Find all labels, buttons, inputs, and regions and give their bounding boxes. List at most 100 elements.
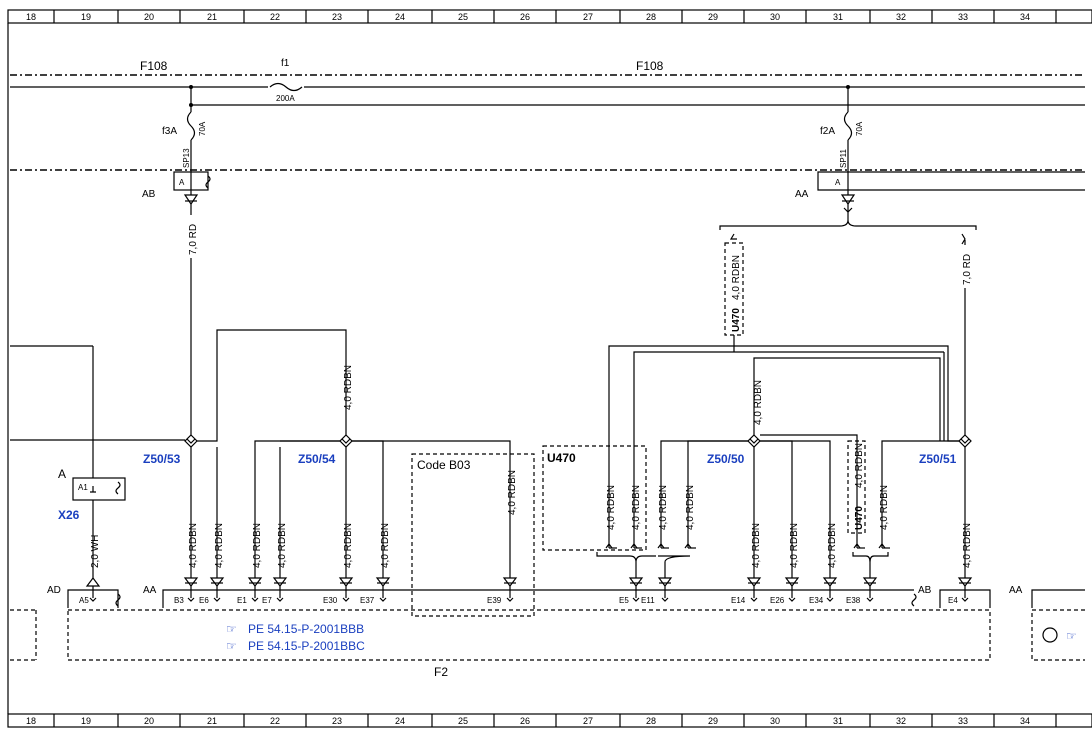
grid-cell-30: 30 xyxy=(770,12,780,22)
x26-pin: A1 xyxy=(78,483,88,492)
grid-cell-32: 32 xyxy=(896,12,906,22)
grid-cell-28: 28 xyxy=(646,12,656,22)
grid-cell-18: 18 xyxy=(26,716,36,726)
ref-link-2[interactable]: PE 54.15-P-2001BBC xyxy=(248,639,365,653)
wire-4rdbn-feed-z50: 4,0 RDBN xyxy=(753,380,764,425)
wire-4rdbn-drop: 4,0 RDBN xyxy=(962,523,973,568)
wire-4rdbn-u470right: 4,0 RDBN xyxy=(854,443,865,488)
fuse-f3a-pin: SP13 xyxy=(182,148,191,168)
wire-4rdbn-drop: 4,0 RDBN xyxy=(789,523,800,568)
wire-4rdbn-drop: 4,0 RDBN xyxy=(252,523,263,568)
grid-cell-29: 29 xyxy=(708,716,718,726)
connector-ab: AB xyxy=(142,189,156,200)
wire-4rdbn-drop: 4,0 RDBN xyxy=(507,470,518,515)
grid-cell-23: 23 xyxy=(332,716,342,726)
fuse-f3a-label: f3A xyxy=(162,126,177,137)
pin-E11: E11 xyxy=(641,596,655,605)
connector-aa: AA xyxy=(795,189,809,200)
hand-icon-1: ☞ xyxy=(226,622,237,636)
wire-4rdbn-drop: 4,0 RDBN xyxy=(879,485,890,530)
grid-cell-21: 21 xyxy=(207,12,217,22)
feed-left: f3A 70A SP13 A AB 7,0 RD xyxy=(142,85,1085,440)
pin-E6: E6 xyxy=(199,596,209,605)
grid-cell-19: 19 xyxy=(81,716,91,726)
pin-E5: E5 xyxy=(619,596,629,605)
wire-2wh: 2,0 WH xyxy=(90,535,101,568)
pin-E1: E1 xyxy=(237,596,247,605)
pin-E34: E34 xyxy=(809,596,824,605)
grid-cell-24: 24 xyxy=(395,12,405,22)
grid-cell-29: 29 xyxy=(708,12,718,22)
code-u470-right: U470 xyxy=(854,506,865,530)
x26-label: X26 xyxy=(58,508,80,522)
wire-4rdbn-feed-z54: 4,0 RDBN xyxy=(343,365,354,410)
connector-ab-lower: AB xyxy=(918,585,932,596)
pin-E39: E39 xyxy=(487,596,502,605)
u470-top-branch: 4,0 RDBN U470 7,0 RD xyxy=(724,233,973,440)
splice-z50-51-label: Z50/51 xyxy=(919,452,957,466)
pin-A5: A5 xyxy=(79,596,89,605)
wire-4rdbn-drop: 4,0 RDBN xyxy=(343,523,354,568)
grid-cell-33: 33 xyxy=(958,12,968,22)
grid-cell-32: 32 xyxy=(896,716,906,726)
wire-4rdbn-u470top: 4,0 RDBN xyxy=(731,255,742,300)
connector-ad: AD xyxy=(47,585,61,596)
grid-cell-20: 20 xyxy=(144,12,154,22)
grid-cell-26: 26 xyxy=(520,12,530,22)
module-f2-label: F2 xyxy=(434,665,448,679)
grid-cell-28: 28 xyxy=(646,716,656,726)
x26-letter: A xyxy=(58,467,66,481)
wire-4rdbn-drop: 4,0 RDBN xyxy=(631,485,642,530)
grid-cell-31: 31 xyxy=(833,12,843,22)
fuse-f2a-pin: SP11 xyxy=(839,148,848,168)
pin-E38: E38 xyxy=(846,596,861,605)
code-b03-label: Code B03 xyxy=(417,458,471,472)
splice-z50-50-label: Z50/50 xyxy=(707,452,745,466)
wire-4rdbn-drop: 4,0 RDBN xyxy=(658,485,669,530)
code-u470-mid: U470 xyxy=(547,451,576,465)
grid-cell-18: 18 xyxy=(26,12,36,22)
grid-cell-24: 24 xyxy=(395,716,405,726)
pin-a-left: A xyxy=(179,178,185,187)
fuse-f2a-label: f2A xyxy=(820,126,835,137)
feed-right: f2A 70A SP11 A AA xyxy=(719,85,1085,230)
bus-label-right: F108 xyxy=(636,59,664,73)
module-f2: F2 ☞ xyxy=(10,609,1085,679)
wire-4rdbn-drop: 4,0 RDBN xyxy=(606,485,617,530)
pin-E14: E14 xyxy=(731,596,746,605)
grid-cell-22: 22 xyxy=(270,12,280,22)
splice-z50-54-label: Z50/54 xyxy=(298,452,336,466)
drop-arrows xyxy=(85,543,973,602)
fuse-f1-rating: 200A xyxy=(276,94,295,103)
wire-4rdbn-drop: 4,0 RDBN xyxy=(685,485,696,530)
wire-4rdbn-drop: 4,0 RDBN xyxy=(277,523,288,568)
reference-links[interactable]: ☞ PE 54.15-P-2001BBB ☞ PE 54.15-P-2001BB… xyxy=(226,622,365,653)
grid-cell-26: 26 xyxy=(520,716,530,726)
wire-7rd-right: 7,0 RD xyxy=(962,254,973,285)
grid-cell-30: 30 xyxy=(770,716,780,726)
pin-a-right: A xyxy=(835,178,841,187)
pin-E4: E4 xyxy=(948,596,958,605)
ref-link-1[interactable]: PE 54.15-P-2001BBB xyxy=(248,622,364,636)
grid-cell-25: 25 xyxy=(458,716,468,726)
grid-cell-34: 34 xyxy=(1020,716,1030,726)
wire-4rdbn-drop: 4,0 RDBN xyxy=(380,523,391,568)
connector-aa-right: AA xyxy=(1009,585,1023,596)
pin-E37: E37 xyxy=(360,596,375,605)
drop-labels: 4,0 RDBN 4,0 RDBN 4,0 RDBN 4,0 RDBN 4,0 RDBN… xyxy=(188,470,973,568)
fuse-f2a-rating: 70A xyxy=(855,121,864,136)
pin-B3: B3 xyxy=(174,596,184,605)
grid-cell-22: 22 xyxy=(270,716,280,726)
grid-cell-25: 25 xyxy=(458,12,468,22)
grid-cell-31: 31 xyxy=(833,716,843,726)
fuse-f3a-rating: 70A xyxy=(198,121,207,136)
wire-7rd-left: 7,0 RD xyxy=(188,224,199,255)
connector-aa-lower: AA xyxy=(143,585,157,596)
grid-cell-21: 21 xyxy=(207,716,217,726)
grid-cell-23: 23 xyxy=(332,12,342,22)
splice-z50-51: Z50/51 xyxy=(919,434,972,578)
wire-4rdbn-drop: 4,0 RDBN xyxy=(188,523,199,568)
code-u470-top: U470 xyxy=(731,308,742,332)
pin-E30: E30 xyxy=(323,596,338,605)
